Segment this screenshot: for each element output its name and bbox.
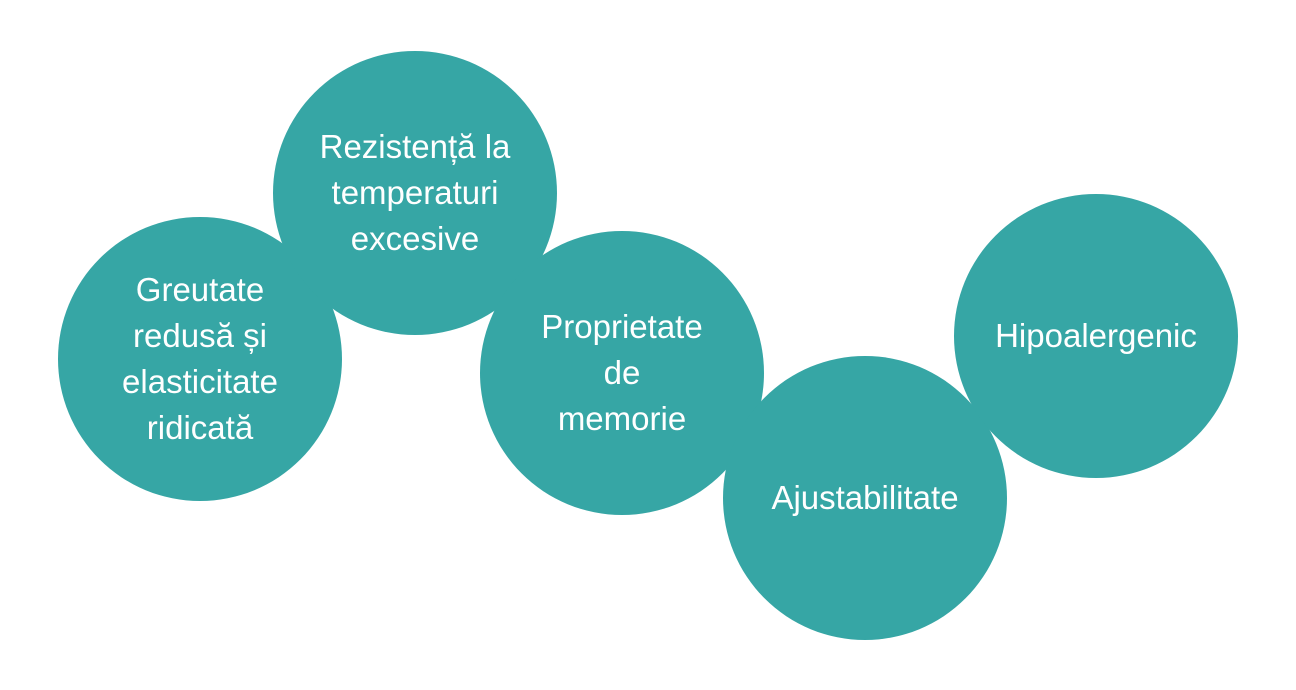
bubble-label: Proprietate de memorie (541, 308, 703, 437)
bubble-hypoallergenic: Hipoalergenic (954, 194, 1238, 478)
bubble-adjustability: Ajustabilitate (723, 356, 1007, 640)
bubble-label: Hipoalergenic (995, 317, 1197, 354)
bubble-label: Rezistență la temperaturi excesive (319, 128, 511, 257)
bubble-label: Ajustabilitate (771, 479, 959, 516)
bubble-memory-property: Proprietate de memorie (480, 231, 764, 515)
bubble-label: Greutate redusă și elasticitate ridicată (122, 271, 278, 446)
